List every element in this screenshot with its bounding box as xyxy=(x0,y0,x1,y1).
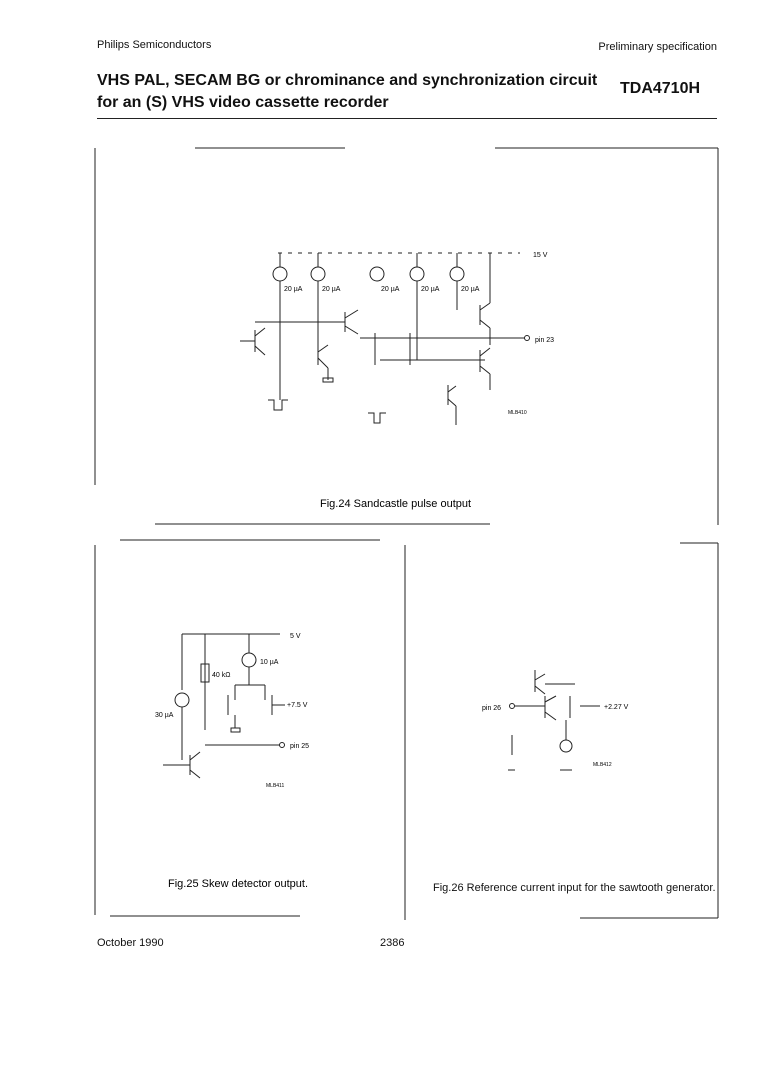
fig25-caption: Fig.25 Skew detector output. xyxy=(168,878,308,890)
fig24-code-label: MLB410 xyxy=(508,410,527,416)
header-rule xyxy=(97,118,717,119)
fig24-current-label: 20 µA xyxy=(461,286,480,293)
document-title: VHS PAL, SECAM BG or chrominance and syn… xyxy=(97,72,598,111)
fig26-caption: Fig.26 Reference current input for the s… xyxy=(433,882,716,894)
fig26-code-label: MLB412 xyxy=(593,762,612,768)
fig24-supply-label: 15 V xyxy=(533,252,548,259)
fig24-current-label: 20 µA xyxy=(284,286,303,293)
fig24-current-label: 20 µA xyxy=(381,286,400,293)
page-number: 2386 xyxy=(380,937,405,949)
publication-date: October 1990 xyxy=(97,937,164,949)
part-number: TDA4710H xyxy=(620,80,701,97)
fig25-pin-label: pin 25 xyxy=(290,743,309,750)
fig24-current-label: 20 µA xyxy=(322,286,341,293)
document-type: Preliminary specification xyxy=(598,41,717,53)
fig24-pin-label: pin 23 xyxy=(535,337,554,344)
fig25-resistor-label: 40 kΩ xyxy=(212,672,230,679)
fig26-bias-label: +2.27 V xyxy=(604,704,629,711)
fig26-pin-label: pin 26 xyxy=(482,705,501,712)
fig25-code-label: MLB411 xyxy=(266,783,284,789)
fig25-supply-label: 5 V xyxy=(290,633,301,640)
fig24-caption: Fig.24 Sandcastle pulse output xyxy=(320,498,471,510)
company-name: Philips Semiconductors xyxy=(97,39,212,51)
fig25-bias-label: +7.5 V xyxy=(287,702,308,709)
fig25-current-left-label: 30 µA xyxy=(155,712,174,719)
fig25-current-top-label: 10 µA xyxy=(260,659,279,666)
fig24-current-label: 20 µA xyxy=(421,286,440,293)
